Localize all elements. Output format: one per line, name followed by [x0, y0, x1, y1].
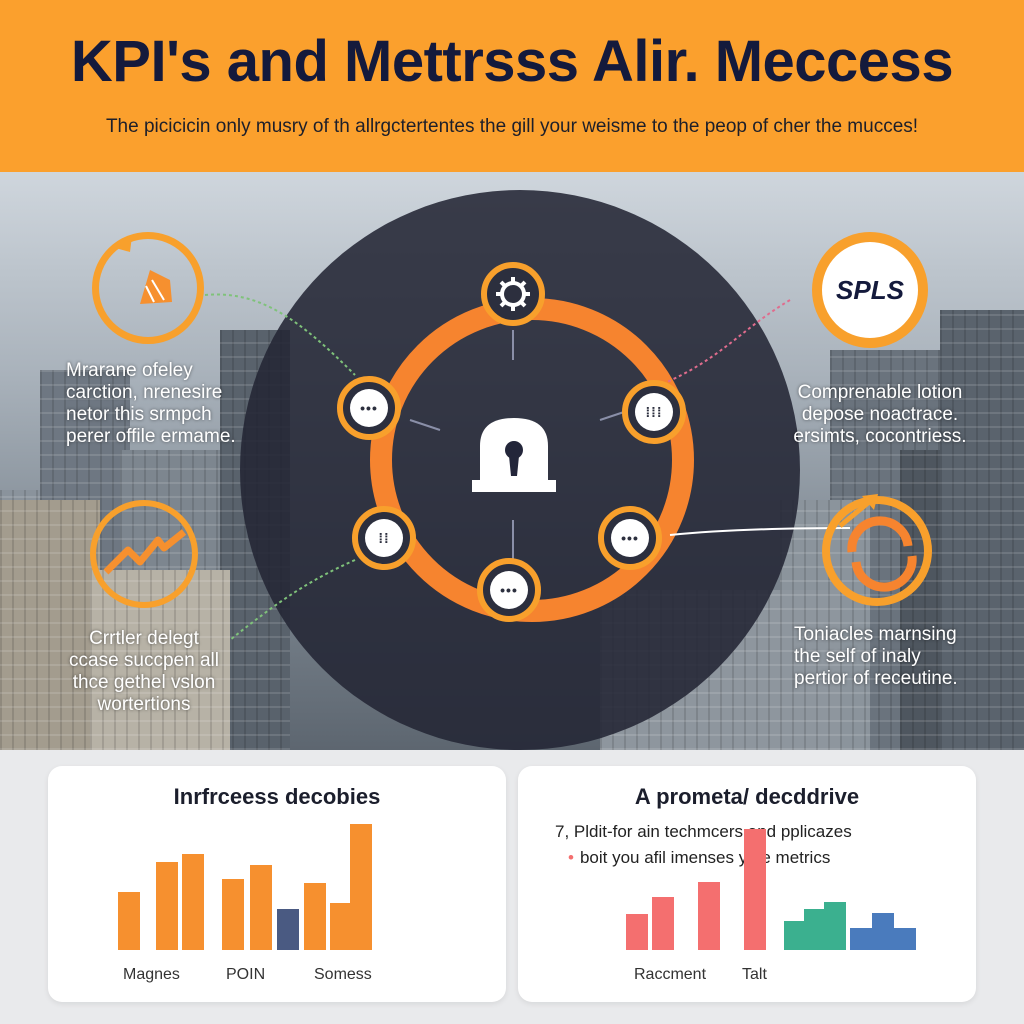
right-top-text: Comprenable lotion depose noactrace. ers… [793, 382, 967, 447]
spls-badge-icon [812, 232, 928, 348]
bar [222, 879, 244, 950]
grid-dots-icon: ⁞⁞⁞ [635, 393, 673, 431]
axis-label: POIN [226, 966, 266, 983]
page-title: KPI's and Mettrsss Alir. Meccess [70, 29, 954, 94]
bar [277, 909, 299, 950]
card-left-title: Inrfrceess decobies [173, 784, 381, 809]
bar [330, 903, 352, 950]
bar [118, 892, 140, 950]
bar [804, 909, 826, 950]
dots-icon: ••• [611, 519, 649, 557]
card-right-title: A prometa/ decddrive [634, 784, 860, 809]
trend-chart-icon [103, 529, 187, 575]
axis-label: Talt [742, 966, 767, 983]
spls-label: SPLS [836, 275, 904, 305]
gear-icon [496, 277, 530, 311]
bar [824, 902, 846, 950]
bar [304, 883, 326, 950]
bar [626, 914, 648, 950]
dots-icon: ••• [350, 389, 388, 427]
bullet-icon: • [568, 848, 574, 867]
page-subtitle: The picicicin only musry of th allrgcter… [105, 116, 919, 137]
note-line-2: •boit you afil imenses yate metrics [568, 848, 831, 867]
bar [850, 928, 872, 950]
note-line-1: 7, Pldit-for ain techmcers and pplicazes [555, 822, 852, 841]
node-right-bottom[interactable]: ••• [598, 506, 662, 570]
gear-node[interactable] [481, 262, 545, 326]
node-left-top[interactable]: ••• [337, 376, 401, 440]
header-banner: KPI's and Mettrsss Alir. Meccess The pic… [0, 0, 1024, 172]
cycle-badge [822, 496, 932, 606]
card-left: Inrfrceess decobies Magnes POIN Somess [48, 766, 506, 1002]
megaphone-icon [112, 236, 172, 304]
bar [872, 913, 894, 950]
left-top-text: Mrarane ofeley carction, nrenesire netor… [66, 360, 236, 447]
axis-label: Somess [314, 966, 372, 983]
node-right-top[interactable]: ⁞⁞⁞ [622, 380, 686, 444]
trend-badge [90, 500, 198, 608]
cycle-arrows-icon [838, 494, 917, 592]
bar [784, 921, 806, 950]
megaphone-badge [92, 232, 204, 344]
bar [698, 882, 720, 950]
bar [894, 928, 916, 950]
bar [350, 824, 372, 950]
axis-label: Magnes [123, 966, 180, 983]
lock-icon [472, 418, 556, 492]
bar [652, 897, 674, 950]
grid-dots-icon: ⁞⁞ [365, 519, 403, 557]
dots-icon: ••• [490, 571, 528, 609]
left-bottom-text: Crrtler delegt ccase succpen all thce ge… [69, 628, 219, 715]
right-bottom-text: Toniacles marnsing the self of inaly per… [794, 624, 958, 689]
bar [250, 865, 272, 950]
node-left-bottom[interactable]: ⁞⁞ [352, 506, 416, 570]
axis-label: Raccment [634, 966, 707, 983]
bar [182, 854, 204, 950]
bar [744, 829, 766, 950]
node-bottom[interactable]: ••• [477, 558, 541, 622]
card-right: A prometa/ decddrive 7, Pldit-for ain te… [518, 766, 976, 1002]
bar [156, 862, 178, 950]
